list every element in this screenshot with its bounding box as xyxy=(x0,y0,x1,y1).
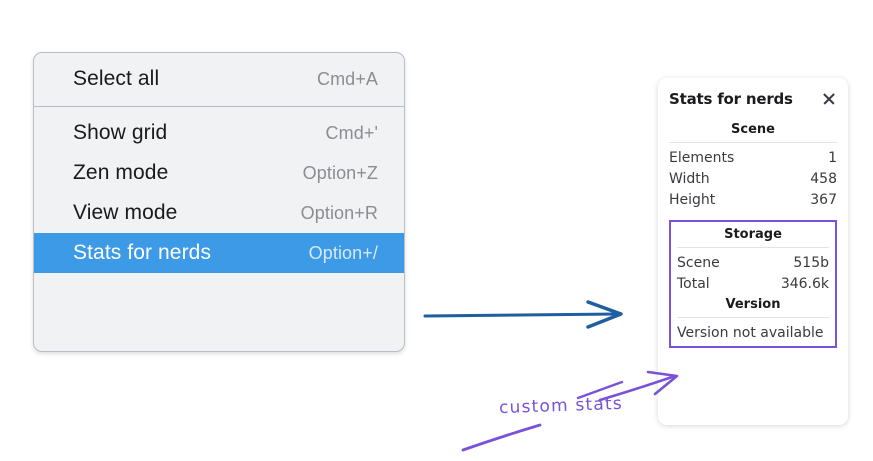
scene-section: Scene Elements 1 Width 458 Height 367 xyxy=(669,120,837,210)
menu-item-label: Show grid xyxy=(73,121,168,144)
menu-item-zen-mode[interactable]: Zen mode Option+Z xyxy=(34,153,404,193)
stat-value: 458 xyxy=(810,170,837,187)
purple-underline-stroke xyxy=(461,423,542,452)
storage-section-heading: Storage xyxy=(724,227,782,242)
menu-item-show-grid[interactable]: Show grid Cmd+' xyxy=(34,113,404,153)
stat-value: 1 xyxy=(828,149,837,166)
menu-item-label: Select all xyxy=(73,67,160,90)
menu-item-label: Zen mode xyxy=(73,161,169,184)
stat-value: 515b xyxy=(793,254,829,271)
custom-stats-box: Storage Scene 515b Total 346.6k Version … xyxy=(669,220,837,348)
stats-for-nerds-panel: Stats for nerds Scene Elements 1 Width 4… xyxy=(658,78,848,425)
panel-header: Stats for nerds xyxy=(669,90,837,108)
stat-value: 346.6k xyxy=(780,275,829,292)
menu-item-label: Stats for nerds xyxy=(73,241,212,264)
stat-key: Height xyxy=(669,191,716,208)
menu-item-shortcut: Cmd+' xyxy=(325,122,378,143)
context-menu: Select all Cmd+A Show grid Cmd+' Zen mod… xyxy=(33,52,405,352)
blue-arrow xyxy=(423,300,623,329)
stat-key: Elements xyxy=(669,149,735,166)
menu-item-shortcut: Cmd+A xyxy=(316,68,378,89)
scene-divider xyxy=(669,142,837,143)
menu-item-shortcut: Option+Z xyxy=(302,162,378,183)
handwritten-note: custom stats xyxy=(498,393,624,419)
menu-group-2: Show grid Cmd+' Zen mode Option+Z View m… xyxy=(34,107,404,280)
menu-group-1: Select all Cmd+A xyxy=(34,53,404,106)
stat-row-height: Height 367 xyxy=(669,189,837,210)
menu-separator xyxy=(34,106,404,107)
menu-item-select-all[interactable]: Select all Cmd+A xyxy=(34,59,404,99)
stat-row-storage-scene: Scene 515b xyxy=(677,252,829,273)
stat-row-width: Width 458 xyxy=(669,168,837,189)
menu-item-shortcut: Option+R xyxy=(300,202,378,223)
menu-item-stats-for-nerds[interactable]: Stats for nerds Option+/ xyxy=(34,233,404,273)
storage-divider xyxy=(677,247,829,248)
version-section-heading: Version xyxy=(725,297,781,312)
menu-item-view-mode[interactable]: View mode Option+R xyxy=(34,193,404,233)
stat-key: Total xyxy=(677,275,710,292)
stat-key: Width xyxy=(669,170,710,187)
stat-row-elements: Elements 1 xyxy=(669,147,837,168)
menu-item-shortcut: Option+/ xyxy=(308,242,378,263)
stat-row-storage-total: Total 346.6k xyxy=(677,273,829,294)
stat-key: Scene xyxy=(677,254,720,271)
version-divider xyxy=(677,317,829,318)
menu-item-label: View mode xyxy=(73,201,178,224)
version-text: Version not available xyxy=(677,325,824,341)
stat-value: 367 xyxy=(810,191,837,208)
close-icon[interactable] xyxy=(821,91,837,107)
scene-section-heading: Scene xyxy=(731,122,775,137)
panel-title: Stats for nerds xyxy=(669,90,793,108)
